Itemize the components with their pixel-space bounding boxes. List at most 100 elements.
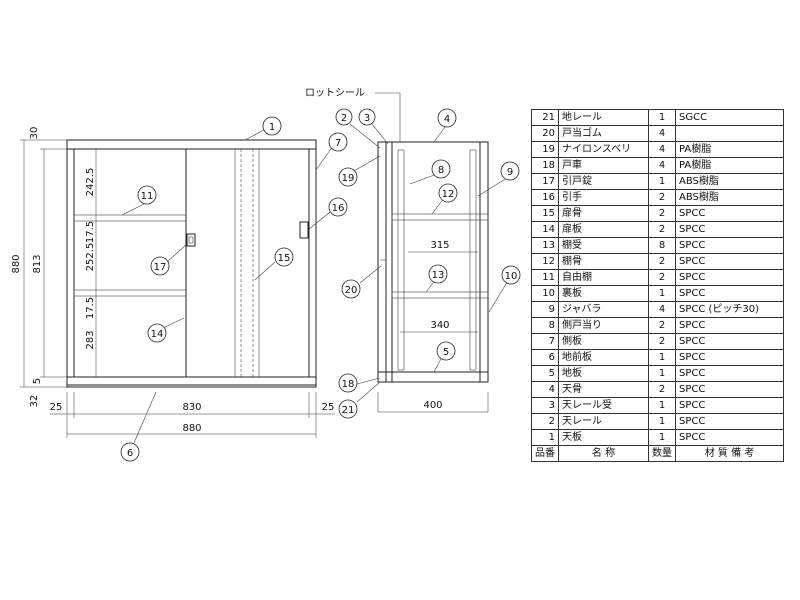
dim-340: 340 <box>430 320 449 331</box>
dim-880-vertical: 880 <box>11 254 22 273</box>
svg-text:19: 19 <box>342 173 355 184</box>
dim-283: 283 <box>85 330 96 349</box>
part-material: SGCC <box>675 109 784 126</box>
cabinet-outline <box>66 139 317 388</box>
dim-880-horizontal: 880 <box>182 423 201 434</box>
balloon-19: 19 <box>338 167 358 187</box>
svg-text:5: 5 <box>443 347 449 358</box>
part-name: 戸車 <box>558 157 649 174</box>
part-quantity: 2 <box>648 381 676 398</box>
part-number: 4 <box>531 381 559 398</box>
balloon-3: 3 <box>358 108 376 126</box>
svg-text:8: 8 <box>438 165 444 176</box>
part-quantity: 2 <box>648 317 676 334</box>
balloon-8: 8 <box>431 159 451 179</box>
part-quantity: 1 <box>648 429 676 446</box>
header-material: 材 質 備 考 <box>675 445 784 462</box>
part-name: 棚受 <box>558 237 649 254</box>
part-material: PA樹脂 <box>675 157 784 174</box>
part-name: 側板 <box>558 333 649 350</box>
dim-252-5: 252.5 <box>85 243 96 272</box>
balloon-10: 10 <box>501 265 521 285</box>
part-name: ナイロンスベリ <box>558 141 649 158</box>
part-material: SPCC <box>675 237 784 254</box>
svg-text:4: 4 <box>444 114 450 125</box>
part-number: 21 <box>531 109 559 126</box>
part-material: SPCC <box>675 221 784 238</box>
part-name: 扉骨 <box>558 205 649 222</box>
part-quantity: 1 <box>648 365 676 382</box>
svg-text:1: 1 <box>269 122 275 133</box>
svg-text:10: 10 <box>505 271 518 282</box>
part-number: 13 <box>531 237 559 254</box>
part-quantity: 2 <box>648 333 676 350</box>
balloon-6: 6 <box>120 442 140 462</box>
dim-30: 30 <box>29 127 40 140</box>
part-number: 20 <box>531 125 559 142</box>
part-name: 地板 <box>558 365 649 382</box>
side-view <box>349 92 510 413</box>
part-quantity: 2 <box>648 269 676 286</box>
part-quantity: 2 <box>648 253 676 270</box>
balloon-12: 12 <box>438 183 458 203</box>
part-name: 側戸当り <box>558 317 649 334</box>
part-material: SPCC <box>675 429 784 446</box>
svg-text:20: 20 <box>345 285 358 296</box>
part-material: SPCC <box>675 333 784 350</box>
part-number: 15 <box>531 205 559 222</box>
parts-header-row: 品番名 称数量材 質 備 考 <box>531 445 784 462</box>
jabara-front <box>397 149 405 371</box>
dim-400: 400 <box>423 400 442 411</box>
balloon-17: 17 <box>150 256 170 276</box>
door-lock-keyhole <box>188 236 194 244</box>
svg-text:16: 16 <box>332 203 345 214</box>
part-material: SPCC <box>675 349 784 366</box>
dim-5: 5 <box>32 378 43 384</box>
part-name: 戸当ゴム <box>558 125 649 142</box>
part-quantity: 4 <box>648 141 676 158</box>
balloon-7: 7 <box>328 132 348 152</box>
part-number: 8 <box>531 317 559 334</box>
svg-text:7: 7 <box>335 138 341 149</box>
dim-813: 813 <box>32 254 43 273</box>
side-shelf-2 <box>391 291 489 299</box>
part-name: 引手 <box>558 189 649 206</box>
balloon-18: 18 <box>338 373 358 393</box>
part-material: SPCC <box>675 397 784 414</box>
dim-242-5: 242.5 <box>85 168 96 197</box>
svg-text:11: 11 <box>141 191 154 202</box>
part-number: 11 <box>531 269 559 286</box>
part-material: SPCC <box>675 205 784 222</box>
dim-32: 32 <box>29 395 40 408</box>
svg-text:6: 6 <box>127 448 133 459</box>
part-number: 7 <box>531 333 559 350</box>
part-number: 3 <box>531 397 559 414</box>
balloon-2: 2 <box>335 108 353 126</box>
part-material <box>675 125 784 142</box>
part-name: 天レール <box>558 413 649 430</box>
svg-text:18: 18 <box>342 379 355 390</box>
balloon-1: 1 <box>262 116 282 136</box>
part-number: 17 <box>531 173 559 190</box>
part-name: 自由棚 <box>558 269 649 286</box>
svg-text:17: 17 <box>154 262 167 273</box>
dim-25-right: 25 <box>322 402 335 413</box>
part-material: SPCC <box>675 365 784 382</box>
balloon-11: 11 <box>137 185 157 205</box>
part-number: 14 <box>531 221 559 238</box>
part-name: 裏板 <box>558 285 649 302</box>
dim-17-5-a: 17.5 <box>85 221 96 243</box>
